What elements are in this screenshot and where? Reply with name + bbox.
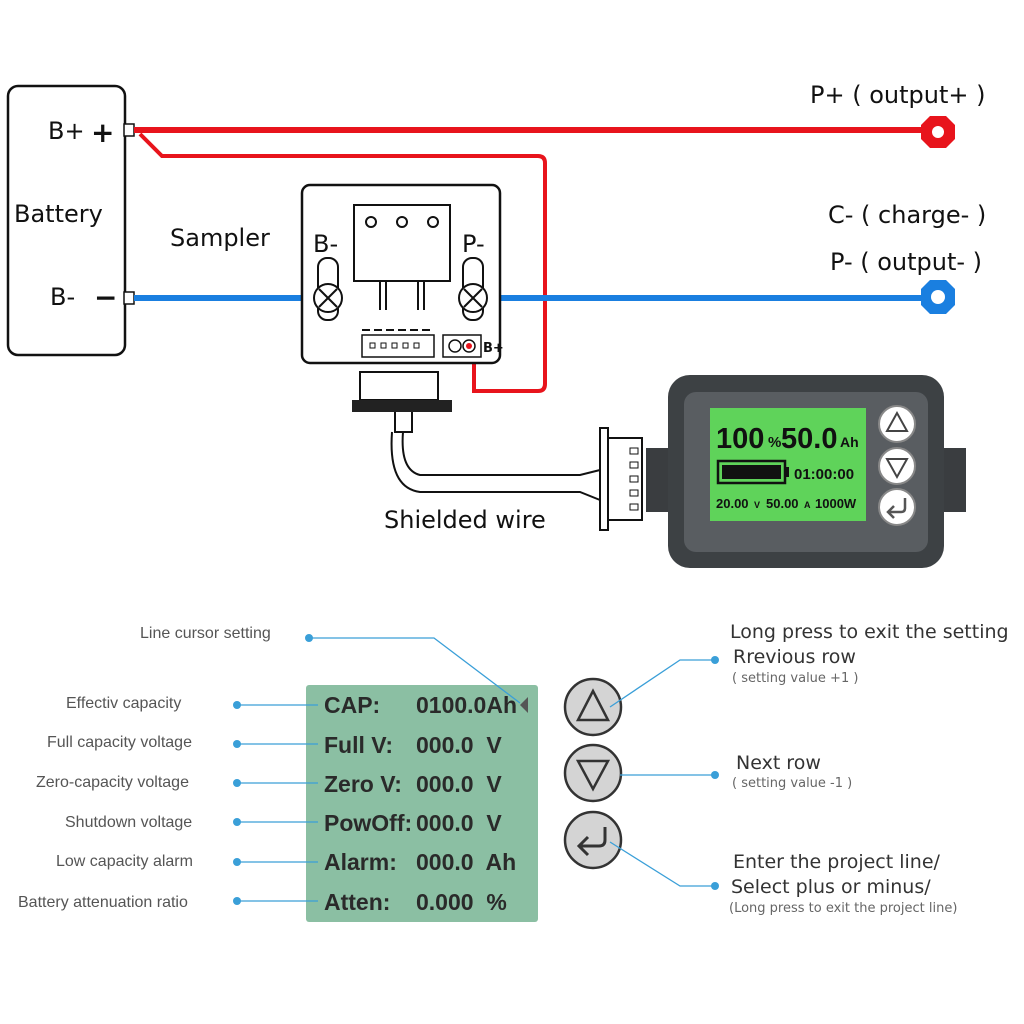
callout-line-cursor: Line cursor setting	[140, 625, 521, 704]
menu-key: Atten:	[324, 889, 390, 915]
callout-label: Battery attenuation ratio	[18, 894, 188, 911]
callout-label: Shutdown voltage	[65, 814, 192, 831]
enter-button[interactable]	[563, 810, 623, 870]
lcd-capacity: 50.0	[781, 423, 837, 455]
sampler-bplus-label: B+	[483, 341, 504, 356]
meter-down-button[interactable]	[878, 447, 916, 485]
callout-label: Select plus or minus/	[731, 876, 931, 898]
callout-label: Low capacity alarm	[56, 853, 193, 870]
callout-label: Full capacity voltage	[47, 734, 192, 751]
callout-label: Effectiv capacity	[66, 695, 181, 712]
output-neg-label: P- ( output- )	[830, 248, 982, 276]
battery-neg-label: B-	[50, 283, 75, 311]
down-arrow-button[interactable]	[563, 743, 623, 803]
menu-value: 000.0 Ah	[416, 849, 516, 875]
callout-note: ( setting value -1 )	[732, 776, 852, 791]
battery-label: Battery	[14, 200, 103, 228]
lcd-current: 50.00	[766, 496, 799, 511]
lcd-voltage-unit: V	[754, 500, 760, 510]
callout-enter-button: Enter the project line/ Select plus or m…	[609, 841, 957, 916]
menu-value: 000.0 V	[416, 771, 502, 797]
output-pos-label: P+ ( output+ )	[810, 81, 985, 109]
callout-shutdown-voltage: Shutdown voltage	[65, 814, 318, 831]
shielded-wire-label: Shielded wire	[384, 506, 546, 534]
up-arrow-button[interactable]	[563, 677, 623, 737]
battery-neg-symbol: −	[94, 281, 117, 314]
menu-value: 000.0 V	[416, 810, 502, 836]
menu-row-powoff: PowOff: 000.0 V	[324, 810, 502, 836]
callout-battery-attenuation-ratio: Battery attenuation ratio	[18, 894, 318, 911]
callout-low-capacity-alarm: Low capacity alarm	[56, 853, 318, 870]
callout-note: ( setting value +1 )	[732, 671, 858, 686]
menu-key: Zero V:	[324, 771, 402, 797]
enter-return-icon	[576, 827, 607, 857]
bminus-terminal	[313, 257, 343, 321]
lcd-voltage: 20.00	[716, 496, 749, 511]
meter-up-button[interactable]	[878, 405, 916, 443]
menu-key: CAP:	[324, 692, 380, 718]
shielded-wire-lower	[390, 431, 601, 501]
menu-key: Alarm:	[324, 849, 397, 875]
sampler-bminus-label: B-	[313, 230, 338, 258]
meter-enter-button[interactable]	[878, 488, 916, 526]
callout-effective-capacity: Effectiv capacity	[66, 695, 318, 712]
menu-row-alarm: Alarm: 000.0 Ah	[324, 849, 516, 875]
lcd-percent-unit: %	[768, 434, 781, 451]
sampler-bplus-terminal	[442, 334, 482, 358]
pminus-terminal	[458, 257, 488, 321]
callout-label: Rrevious row	[733, 646, 856, 668]
callout-label: Enter the project line/	[733, 851, 941, 873]
lcd-capacity-unit: Ah	[840, 434, 859, 450]
charge-neg-label: C- ( charge- )	[828, 201, 986, 229]
output-neg-connector	[921, 280, 955, 314]
callout-label: Long press to exit the setting	[730, 621, 1009, 643]
shunt-block	[353, 204, 451, 310]
positive-wire	[134, 127, 934, 393]
battery-pos-symbol: +	[91, 116, 114, 149]
callout-down-button: Next row ( setting value -1 )	[620, 752, 852, 791]
battery-box	[6, 84, 127, 357]
output-pos-connector	[921, 116, 955, 148]
shielded-wire-upper	[401, 431, 601, 476]
menu-row-atten: Atten: 0.000 %	[324, 889, 507, 915]
callout-zero-capacity-voltage: Zero-capacity voltage	[36, 774, 318, 791]
meter-connector	[599, 427, 643, 531]
callout-label: Zero-capacity voltage	[36, 774, 189, 791]
menu-row-full-v: Full V: 000.0 V	[324, 732, 502, 758]
sampler-label: Sampler	[170, 224, 270, 252]
menu-key: PowOff:	[324, 810, 412, 836]
meter-lcd-screen	[710, 408, 866, 521]
callout-label: Line cursor setting	[140, 625, 271, 642]
menu-value: 0100.0Ah	[416, 692, 517, 718]
menu-value: 000.0 V	[416, 732, 502, 758]
settings-menu-screen	[306, 685, 538, 922]
line-cursor-icon	[520, 697, 528, 713]
lcd-time: 01:00:00	[794, 466, 854, 483]
down-arrow-icon	[575, 759, 611, 792]
sampler-pminus-label: P-	[462, 230, 485, 258]
menu-row-cap: CAP: 0100.0Ah	[324, 692, 517, 718]
menu-value: 0.000 %	[416, 889, 507, 915]
lcd-power: 1000W	[815, 496, 857, 511]
sampler-plug	[352, 371, 452, 433]
callout-full-capacity-voltage: Full capacity voltage	[47, 734, 318, 751]
callout-label: Next row	[736, 752, 821, 774]
sampler-pin-header	[361, 329, 435, 358]
callout-up-button: Long press to exit the setting Rrevious …	[609, 621, 1009, 708]
battery-pos-label: B+	[48, 117, 85, 145]
lcd-battery-icon	[716, 459, 789, 485]
menu-row-zero-v: Zero V: 000.0 V	[324, 771, 502, 797]
menu-key: Full V:	[324, 732, 393, 758]
up-arrow-icon	[575, 688, 611, 722]
battery-pos-terminal	[123, 123, 135, 137]
battery-neg-terminal	[123, 291, 135, 305]
lcd-percent: 100	[716, 423, 764, 455]
lcd-current-unit: A	[804, 500, 811, 510]
callout-note: (Long press to exit the project line)	[729, 901, 957, 916]
